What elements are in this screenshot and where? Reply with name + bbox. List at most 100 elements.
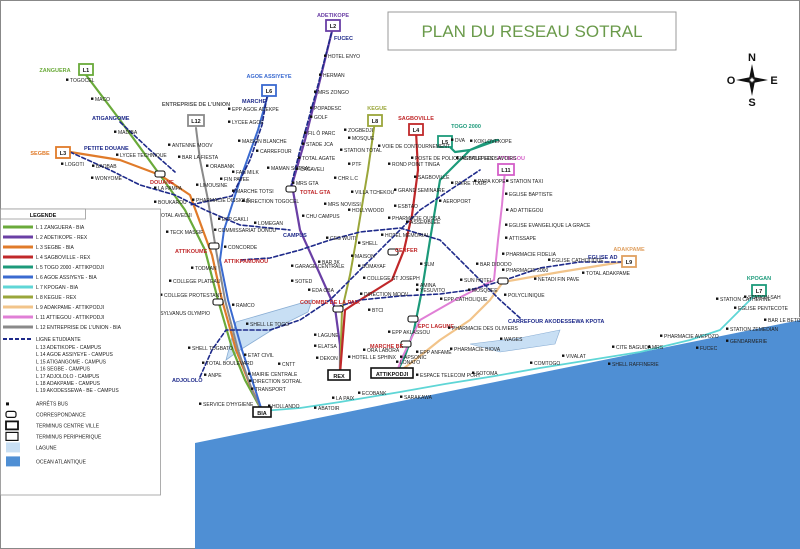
bus-stop-label: INSTITUT LES SAVOIRS [460, 156, 517, 162]
bus-stop-marker [314, 90, 317, 93]
bus-stop-marker [744, 295, 747, 298]
bus-stop-marker [548, 258, 551, 261]
bus-stop-marker [414, 175, 417, 178]
bus-stop-marker [302, 142, 305, 145]
bus-stop-marker [154, 186, 157, 189]
bus-stop-marker [319, 73, 322, 76]
bus-stop-marker [232, 170, 235, 173]
bus-stop-label: GRAND SEMINAIRE [398, 188, 446, 194]
bus-stop-marker [238, 139, 241, 142]
bus-stop-marker [348, 208, 351, 211]
label-epc-lagune: EPC LAGUNE [418, 324, 454, 330]
legend-swatch-6 [3, 285, 33, 289]
bus-stop-marker [199, 402, 202, 405]
bus-stop-label: LYCEE AGOE [232, 120, 264, 126]
bus-stop-marker [298, 156, 301, 159]
bus-stop-label: VILLA TCHEKOU [355, 190, 394, 196]
bus-stop-label: CITE BAGUIDA [616, 345, 652, 351]
bus-stop-label: STATION CATHERINE [720, 297, 772, 303]
bus-stop-label: STATION TOTAL [344, 148, 382, 154]
line-l2 [290, 25, 342, 376]
bus-stop-marker [505, 236, 508, 239]
bus-stop-label: BAR LE BETON [768, 318, 800, 324]
bus-stop-label: LAGUNE [318, 333, 339, 339]
line-l6 [219, 90, 270, 412]
legend-symbol-label-2: TERMINUS CENTRE VILLE [36, 423, 100, 429]
bus-stop-label: ROND POINT TINGA [392, 162, 441, 168]
compass-west: O [727, 75, 736, 87]
bus-stop-label: CARREFOUR [260, 149, 292, 155]
terminus-rex [327, 369, 351, 381]
bus-stop-label: STATION SAH [748, 295, 781, 301]
bus-stop-label: BTCI [372, 308, 383, 314]
bus-stop-marker [292, 181, 295, 184]
label-adjololo: ADJOLOLO [172, 378, 203, 384]
bus-stop-label: MRS ZONGO [318, 90, 349, 96]
bus-stop-label: POIRE TOGO [455, 181, 487, 187]
legend-student-label-3: L 16 SEGBE - CAMPUS [36, 367, 91, 373]
bus-stop-marker [764, 318, 767, 321]
bus-stop-label: PHARMACIE FIDELIA [506, 252, 557, 258]
highlight-labels: DOUANE TOTAL GTA ATTIKOUME ATTIKPAMONOU … [84, 36, 617, 384]
legend-line-label-5: L 6 AGOE ASSIYEYE - BIA [36, 275, 97, 281]
bus-stop-marker [726, 327, 729, 330]
bus-stop-label: EPP AGOE ADEKPE [232, 107, 280, 113]
legend-line-label-2: L 3 SEGBE - BIA [36, 245, 75, 251]
transfer-douane [154, 170, 166, 178]
bus-stop-marker [472, 371, 475, 374]
bus-stop-marker [169, 279, 172, 282]
legend-line-label-1: L 2 ADETIKOPE - REX [36, 235, 88, 241]
bus-stop-marker [310, 115, 313, 118]
bus-stop-label: PHARMACIE AVEPOZO [664, 334, 719, 340]
bus-stop-marker [168, 143, 171, 146]
transfer-marche-be [400, 340, 412, 348]
terminus-attikpodji-label: ATTIKPODJI [376, 372, 409, 378]
bus-stop-marker [214, 228, 217, 231]
terminus-bia [252, 406, 272, 418]
bus-stop-marker [324, 54, 327, 57]
bus-stop-label: ATTISSAPE [509, 236, 537, 242]
bus-stop-marker [340, 148, 343, 151]
bus-stop-marker [416, 288, 419, 291]
label-attikoume: ATTIKOUME [175, 249, 208, 255]
legend-symbol-lagoon: LAGUNE [6, 442, 57, 453]
label-marche: MARCHE [242, 99, 266, 105]
bus-stop-marker [505, 223, 508, 226]
bus-stop-label: EGLISE CATHOLIQUE [552, 258, 604, 264]
lagoon-east [469, 329, 561, 353]
bus-stop-marker [378, 144, 381, 147]
bus-stop-label: ASSEMBLEE [410, 220, 441, 226]
legend-symbol-stop: ARRÊTS BUS [6, 399, 69, 407]
terminus-rex-label: REX [333, 374, 345, 380]
legend-line-label-9: L 11 ATTIEGOU - ATTIKPODJI [36, 315, 104, 321]
bus-stop-label: TODMAN [195, 266, 217, 272]
bus-stop-marker [178, 155, 181, 158]
bus-stop-marker [61, 162, 64, 165]
legend-student-label-6: L 19 AKODESSEWA - BE - CAMPUS [36, 388, 119, 394]
bus-stop-label: PTF [352, 162, 361, 168]
bus-stop-marker [224, 245, 227, 248]
bus-stop-label: COMMISSARIAT DONOU [218, 228, 277, 234]
legend-student-heading: LIGNE ETUDIANTE [36, 337, 81, 343]
bus-stop-label: RAMCO [236, 303, 255, 309]
bus-stop-label: SERVICE D'HYGIENE [203, 402, 254, 408]
line-l14 [189, 90, 269, 206]
bus-stop-label: BAR LA FIESTA [182, 155, 219, 161]
legend-swatch-7 [3, 295, 33, 299]
bus-stop-label: TOTAL BOULEVARD [206, 361, 254, 367]
bus-stop-label: BOUKAROU [158, 200, 187, 206]
legend-symbol-transfer: CORRESPONDANCE [5, 410, 86, 418]
bus-stop-label: TOTAL ADAKPAME [586, 271, 631, 277]
bus-stop-label: SHELL RAFFINERIE [612, 362, 659, 368]
legend-swatch-3 [3, 255, 33, 259]
legend-symbol-center: TERMINUS CENTRE VILLE [5, 420, 100, 431]
bus-stop-label: LOGOTI [65, 162, 84, 168]
bus-stop-marker [534, 277, 537, 280]
bus-stop-label: BAR 3K [322, 260, 340, 266]
bus-stop-marker [358, 264, 361, 267]
terminal-l11-code: L11 [501, 168, 510, 174]
bus-stop-marker [440, 297, 443, 300]
